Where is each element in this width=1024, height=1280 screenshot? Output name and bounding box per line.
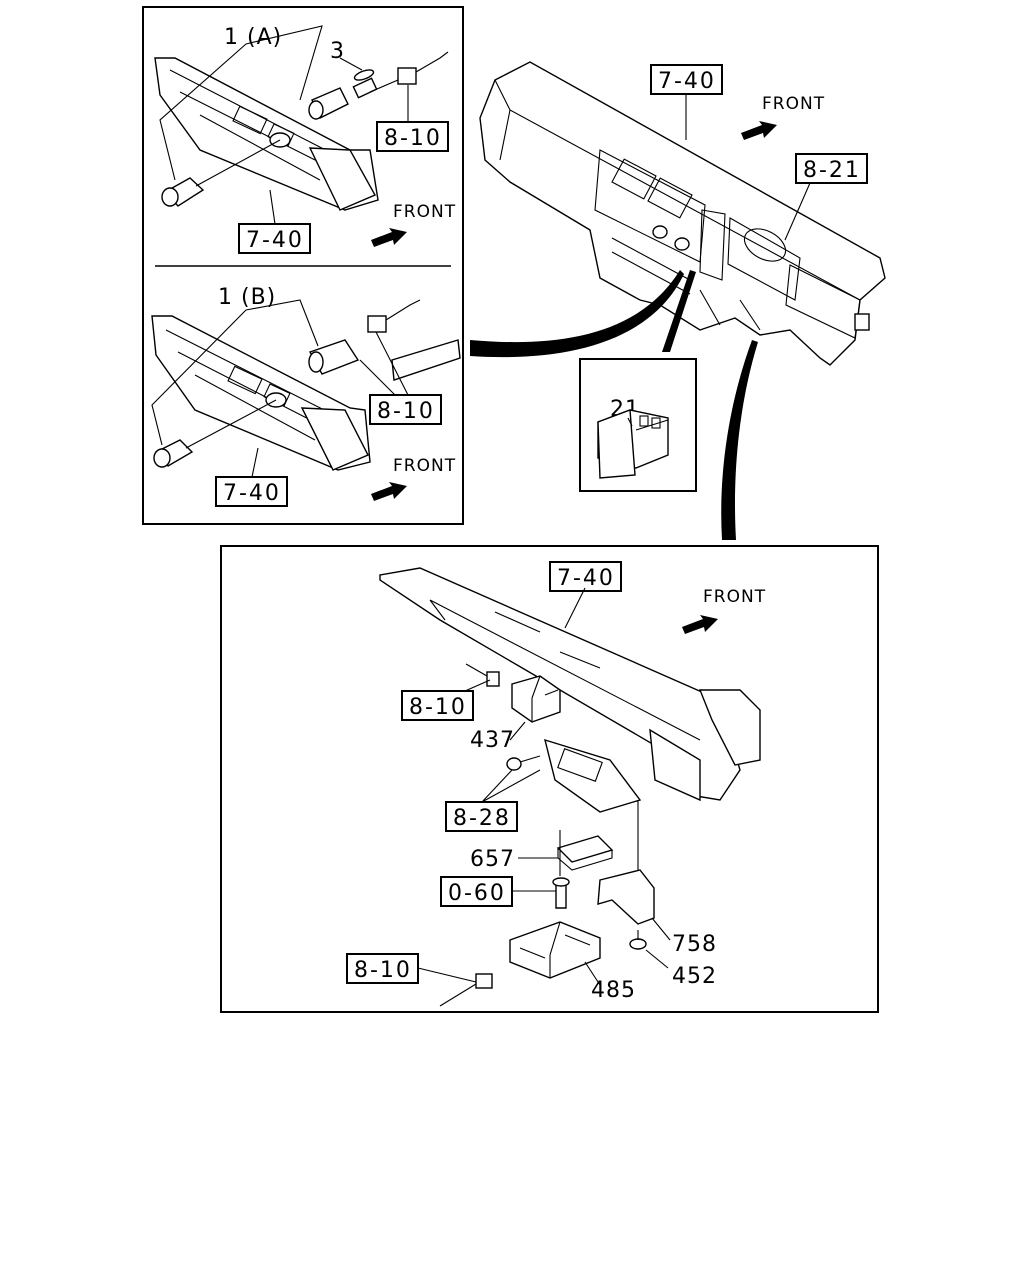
front-label-b: FRONT bbox=[393, 456, 456, 476]
ref-box-8-21 bbox=[795, 153, 868, 184]
ref-box-8-28 bbox=[445, 801, 518, 832]
console-b-drawing bbox=[151, 315, 371, 471]
switch-panel-frame bbox=[579, 358, 697, 492]
ref-box-7-40-a bbox=[238, 223, 311, 254]
ref-box-8-10-a bbox=[376, 121, 449, 152]
leader-8-10-bottom bbox=[417, 967, 477, 983]
ref-8-28: 8-28 bbox=[453, 806, 511, 831]
ref-8-10-bottom: 8-10 bbox=[354, 958, 412, 983]
callout-1b: 1 (B) bbox=[218, 285, 276, 310]
leader-21 bbox=[627, 417, 633, 427]
connector-a bbox=[369, 51, 449, 93]
callout-657: 657 bbox=[470, 847, 515, 872]
bolt-452 bbox=[629, 930, 647, 950]
relay-437 bbox=[511, 675, 561, 723]
link-wedge-to-left-panel bbox=[470, 270, 684, 358]
ref-box-7-40-b bbox=[215, 476, 288, 507]
ref-7-40-a: 7-40 bbox=[246, 228, 304, 253]
screw-0-60 bbox=[552, 830, 570, 909]
leader-485 bbox=[584, 961, 601, 986]
leader-7-40-a bbox=[269, 189, 276, 225]
ref-8-10-lower: 8-10 bbox=[409, 695, 467, 720]
front-label-lower: FRONT bbox=[703, 587, 766, 607]
ref-box-8-10-b bbox=[369, 394, 442, 425]
switch-21-drawing bbox=[597, 409, 669, 479]
leader-437 bbox=[509, 721, 526, 741]
front-arrow-icon-lower bbox=[682, 615, 718, 634]
connector-8-10-lower bbox=[465, 663, 500, 687]
lighter-socket-b bbox=[308, 299, 461, 381]
callout-485: 485 bbox=[591, 978, 636, 1003]
left-panel-frame bbox=[142, 6, 464, 525]
leader-7-40-lower bbox=[564, 587, 586, 629]
ref-7-40-lower: 7-40 bbox=[557, 566, 615, 591]
unit-485 bbox=[509, 921, 601, 979]
ref-box-8-10-bottom bbox=[346, 953, 419, 984]
console-a-drawing bbox=[154, 57, 379, 211]
bracket-758 bbox=[597, 800, 655, 925]
ref-8-10-a: 8-10 bbox=[384, 126, 442, 151]
ref-0-60: 0-60 bbox=[448, 881, 506, 906]
leader-8-10-b bbox=[359, 331, 409, 396]
callout-452: 452 bbox=[672, 964, 717, 989]
link-wedge-to-lower bbox=[721, 340, 758, 540]
ref-8-10-b: 8-10 bbox=[377, 399, 435, 424]
ref-7-40-b: 7-40 bbox=[223, 481, 281, 506]
link-wedge-to-switch bbox=[662, 270, 696, 352]
leader-452 bbox=[645, 949, 669, 969]
leader-8-10-lower bbox=[464, 679, 491, 692]
callout-758: 758 bbox=[672, 932, 717, 957]
leader-758 bbox=[651, 917, 671, 941]
ref-7-40-dash: 7-40 bbox=[658, 69, 716, 94]
leader-3 bbox=[339, 57, 363, 71]
ref-box-7-40-dash bbox=[650, 64, 723, 95]
lower-panel-frame bbox=[220, 545, 879, 1013]
bracket-657 bbox=[556, 835, 614, 871]
connector-8-10-bottom bbox=[439, 973, 493, 1007]
front-arrow-icon-dash bbox=[741, 121, 777, 140]
leader-1b bbox=[151, 299, 319, 446]
dashboard-drawing bbox=[479, 61, 886, 366]
ref-box-0-60 bbox=[440, 876, 513, 907]
ref-box-7-40-lower bbox=[549, 561, 622, 592]
leader-8-21 bbox=[784, 182, 811, 241]
cross-beam-drawing bbox=[379, 567, 761, 813]
lighter-socket-a bbox=[308, 69, 378, 120]
ref-box-8-10-lower bbox=[401, 690, 474, 721]
front-label-a: FRONT bbox=[393, 202, 456, 222]
front-label-dash: FRONT bbox=[762, 94, 825, 114]
leader-7-40-b bbox=[251, 447, 259, 478]
callout-1a: 1 (A) bbox=[224, 25, 282, 50]
leader-1a bbox=[159, 25, 323, 181]
callout-3: 3 bbox=[330, 39, 345, 64]
front-arrow-icon-a bbox=[371, 228, 407, 247]
front-arrow-icon-b bbox=[371, 482, 407, 501]
callout-437: 437 bbox=[470, 728, 515, 753]
ref-8-21: 8-21 bbox=[803, 158, 861, 183]
leader-8-28 bbox=[481, 769, 541, 803]
bolt-8-28 bbox=[506, 755, 541, 771]
